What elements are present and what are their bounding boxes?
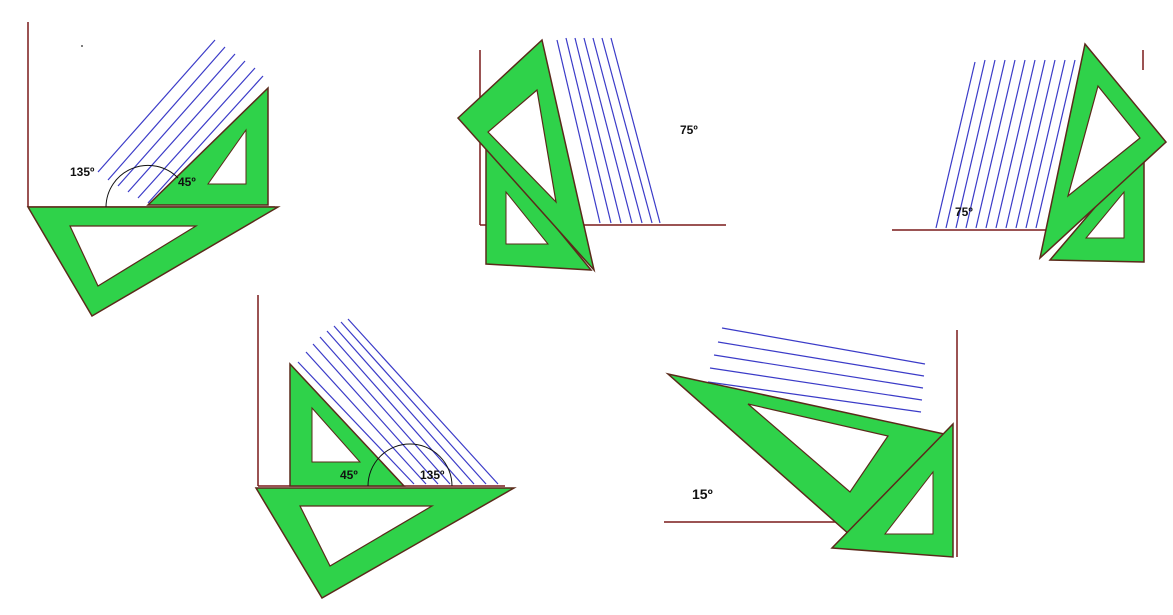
- figure-2: 75º: [456, 37, 726, 273]
- angle-label-135: 135º: [420, 468, 445, 482]
- set-square-30-60-hole: [299, 505, 435, 567]
- set-square-45-hole: [1084, 190, 1125, 239]
- set-square-45: [146, 86, 269, 206]
- hatch-lines: [556, 37, 661, 224]
- figure-3: 75º: [892, 42, 1168, 263]
- hatch-lines: [707, 327, 926, 413]
- angle-label-75: 75º: [955, 205, 973, 219]
- angle-label-45: 45º: [178, 175, 196, 189]
- figure-5: 15º: [664, 327, 958, 558]
- stray-dot: [81, 45, 83, 47]
- angle-arc-135: [367, 443, 453, 487]
- figure-1: 135º 45º: [26, 22, 281, 318]
- figure-4: 45º 135º: [254, 295, 517, 600]
- hatch-lines: [297, 318, 499, 485]
- set-square-45-hole: [505, 190, 550, 245]
- angle-label-75: 75º: [680, 123, 698, 137]
- hatch-lines: [97, 39, 264, 204]
- hatch-lines: [935, 59, 1076, 229]
- angle-label-45: 45º: [340, 468, 358, 482]
- set-square-45-hole: [883, 470, 934, 535]
- set-square-30-60-hole: [487, 88, 557, 204]
- angle-label-135: 135º: [70, 165, 95, 179]
- set-square-30-60: [26, 206, 281, 318]
- set-square-45-hole: [207, 128, 247, 185]
- set-square-30-60-hole: [1066, 84, 1141, 198]
- angle-label-15: 15º: [692, 486, 713, 502]
- set-square-45-hole: [311, 406, 362, 463]
- set-square-30-60: [254, 487, 517, 600]
- set-square-30-60-hole: [747, 403, 889, 493]
- set-square-30-60-hole: [69, 225, 199, 287]
- angle-arc-135: [105, 164, 179, 208]
